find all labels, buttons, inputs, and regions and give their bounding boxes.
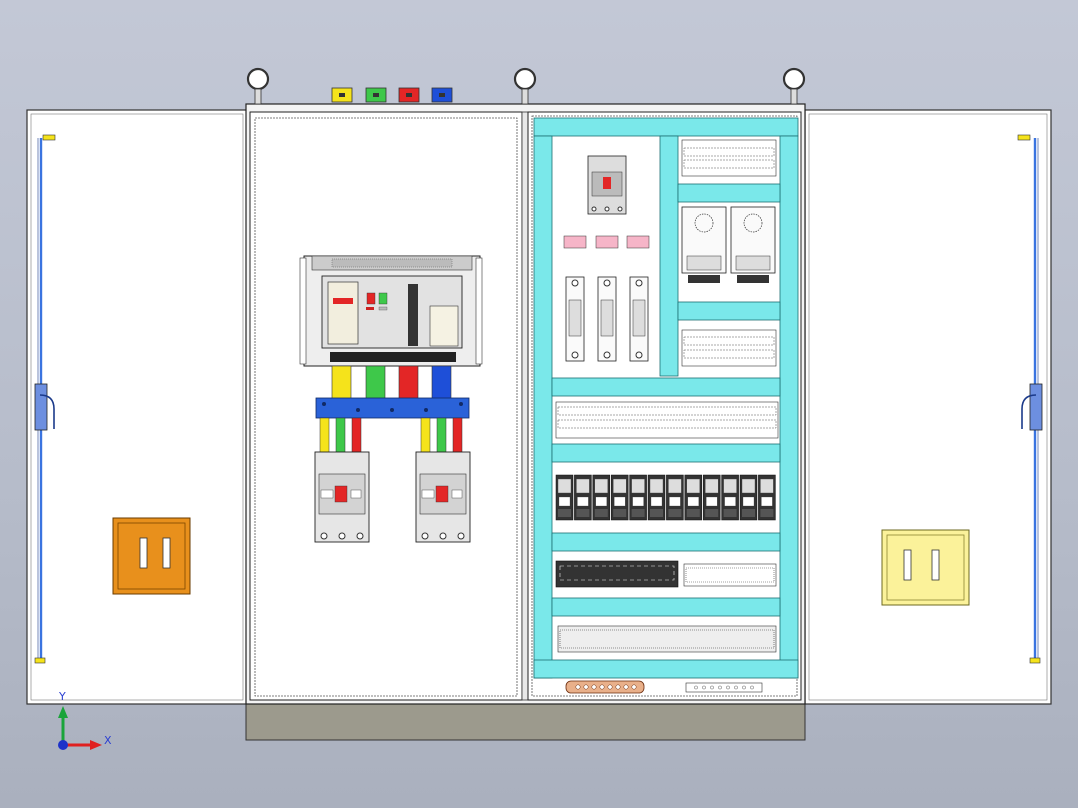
- left-door-handle[interactable]: [112, 517, 191, 595]
- relay-module: [684, 474, 703, 521]
- relay-module: [555, 474, 574, 521]
- axis-y-label: Y: [58, 690, 66, 703]
- terminal-strip-mid-right: [681, 329, 777, 367]
- pink-terminal-blocks: [563, 235, 650, 249]
- lifting-eyes: [246, 67, 806, 105]
- relay-module: [739, 474, 758, 521]
- relay-module: [721, 474, 739, 521]
- busbar-support: [315, 397, 470, 419]
- terminal-row-1: [555, 401, 779, 439]
- fuse-holders: [565, 276, 649, 362]
- lifting-eye-center: [513, 67, 537, 105]
- feeder-breaker-right: [415, 451, 471, 543]
- relay-module: [610, 474, 629, 521]
- relay-module: [758, 474, 776, 521]
- neutral-busbar: [685, 682, 763, 693]
- vertical-busbars: [331, 365, 452, 401]
- feeder-breaker-left: [314, 451, 370, 543]
- terminal-row-2: [555, 560, 777, 588]
- fuse-holder-1: [565, 276, 585, 362]
- control-breaker: [587, 155, 627, 215]
- feeder-drop-bars: [319, 417, 463, 459]
- relay-module: [629, 474, 647, 521]
- phase-terminals-top: [331, 87, 453, 103]
- relay-module: [666, 474, 684, 521]
- cabinet-base-plinth: [245, 703, 806, 741]
- relay-modules: [555, 474, 776, 521]
- earth-busbar: [565, 680, 645, 694]
- din-rail-frame: [533, 117, 799, 679]
- right-door: [804, 109, 1052, 705]
- axis-x-label: X: [104, 734, 112, 747]
- relay-module: [592, 474, 611, 521]
- terminal-strip-top-right: [681, 139, 777, 177]
- lifting-eye-left: [246, 67, 270, 105]
- power-supply-2: [730, 206, 776, 283]
- relay-module: [574, 474, 592, 521]
- relay-module: [702, 474, 721, 521]
- power-supply-1: [681, 206, 727, 283]
- fuse-holder-3: [629, 276, 649, 362]
- lifting-eye-right: [782, 67, 806, 105]
- relay-module: [647, 474, 666, 521]
- right-door-hinge-rod: [1017, 134, 1043, 664]
- fuse-holder-2: [597, 276, 617, 362]
- terminal-row-3: [557, 625, 777, 653]
- right-door-handle[interactable]: [881, 529, 970, 606]
- left-door: [26, 109, 248, 705]
- main-circuit-breaker: [299, 255, 483, 367]
- left-door-hinge-rod: [34, 134, 56, 664]
- axis-triad: Y X: [58, 690, 112, 750]
